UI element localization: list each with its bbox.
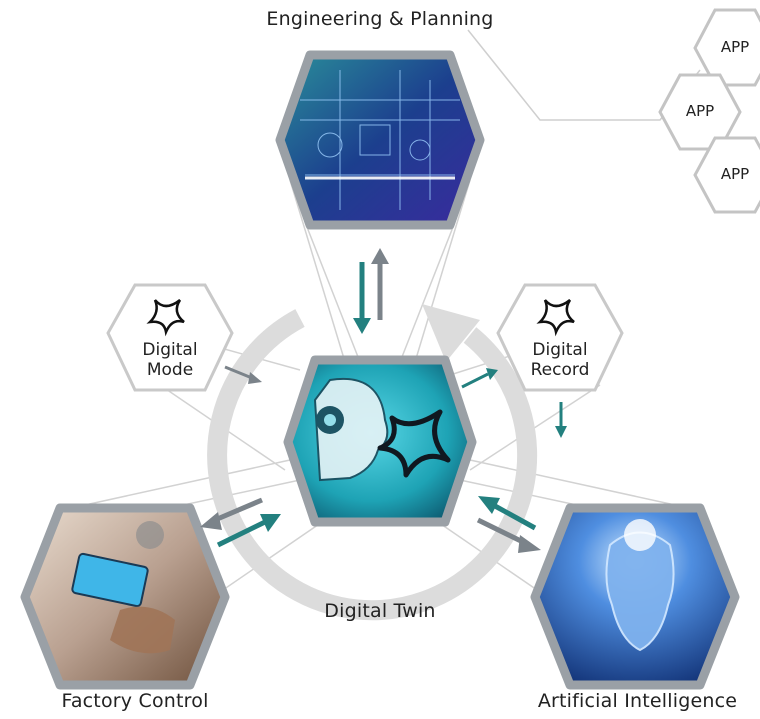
blueprint-lines	[300, 70, 460, 210]
app-hex-3	[693, 136, 760, 214]
diagonal-arrow-icon	[224, 365, 262, 384]
diagonal-arrow-icon	[461, 368, 498, 389]
four-point-star-icon	[146, 299, 185, 337]
engineering-hexagon	[275, 50, 485, 230]
app-label-3: APP	[720, 165, 750, 183]
digital-record-line-2: Record	[530, 360, 590, 380]
cycle-arrowhead-icon	[422, 304, 480, 362]
cycle-ring	[207, 304, 538, 621]
four-point-star-icon	[377, 409, 451, 478]
artificial-intelligence-label: Artificial Intelligence	[537, 690, 738, 712]
digital-record-hexagon	[496, 283, 624, 392]
tablet-icon	[71, 552, 149, 608]
left-arrow-icon	[200, 497, 263, 530]
digital-mode-hexagon	[106, 283, 234, 392]
right-arrow-icon	[476, 517, 541, 553]
digital-mode-line-2: Mode	[146, 360, 194, 380]
hand-icon	[110, 606, 175, 654]
robot-head-icon	[313, 377, 389, 482]
app-label-2: APP	[685, 102, 715, 120]
factory-control-hexagon	[20, 503, 230, 690]
human-head-icon	[605, 531, 675, 652]
down-arrow-icon	[353, 262, 371, 334]
factory-control-label: Factory Control	[61, 690, 209, 712]
app-cluster	[658, 8, 760, 214]
up-arrow-icon	[371, 248, 389, 320]
four-point-star-icon	[536, 299, 575, 337]
left-arrow-icon	[478, 496, 537, 531]
digital-twin-label: Digital Twin	[324, 600, 436, 622]
engineering-label: Engineering & Planning	[266, 8, 494, 30]
app-hex-1	[693, 8, 760, 87]
digital-record-line-1: Digital	[532, 340, 588, 360]
digital-mode-line-1: Digital	[142, 340, 198, 360]
digital-twin-hexagon	[283, 355, 477, 527]
right-arrow-icon	[216, 514, 281, 548]
down-arrow-icon	[555, 402, 567, 438]
app-label-1: APP	[720, 38, 750, 56]
artificial-intelligence-hexagon	[530, 503, 740, 690]
digital-record-label: Digital Record	[500, 340, 620, 380]
flow-arrows	[200, 248, 567, 553]
digital-mode-label: Digital Mode	[110, 340, 230, 380]
